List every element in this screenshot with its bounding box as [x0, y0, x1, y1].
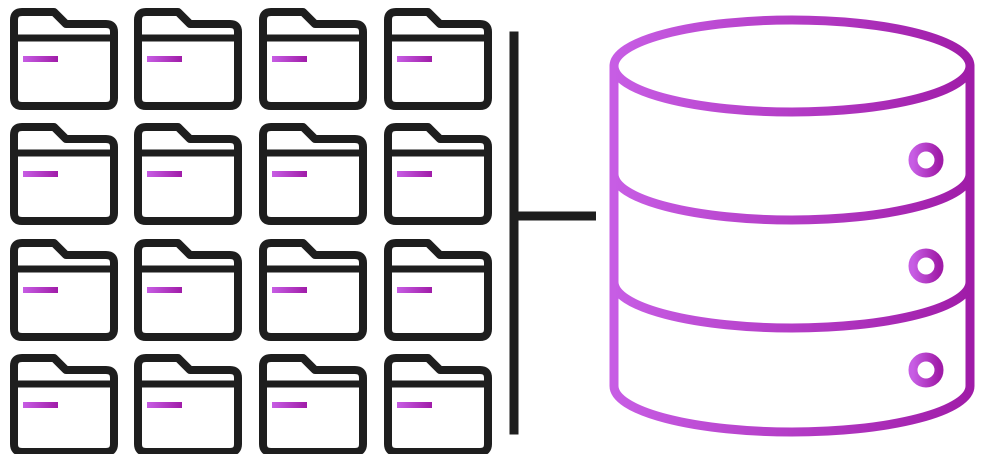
folder-label-bar — [397, 171, 432, 177]
folder-icon — [384, 123, 492, 225]
database-body — [609, 61, 975, 437]
folder-label-bar — [147, 56, 182, 62]
folder-label-bar — [147, 287, 182, 293]
folder-label-bar — [397, 56, 432, 62]
folder-icon — [259, 239, 367, 341]
folder-label-bar — [147, 171, 182, 177]
folder-icon — [384, 354, 492, 454]
folder-icon — [384, 239, 492, 341]
folder-label-bar — [397, 402, 432, 408]
folder-outline — [134, 239, 242, 341]
folder-label-bar — [272, 402, 307, 408]
database-tier-divider — [609, 277, 975, 333]
folder-label-bar — [23, 402, 58, 408]
folder-label-bar — [272, 56, 307, 62]
folder-icon — [10, 239, 118, 341]
folder-label-bar — [397, 287, 432, 293]
folder-outline — [259, 123, 367, 225]
folder-icon — [134, 354, 242, 454]
database-icon — [609, 15, 975, 437]
folder-label-bar — [23, 56, 58, 62]
folder-icon — [134, 123, 242, 225]
folder-icon — [384, 8, 492, 110]
folder-icon — [134, 239, 242, 341]
folder-outline — [10, 239, 118, 341]
folder-outline — [10, 354, 118, 454]
folder-icon — [259, 8, 367, 110]
folder-icon — [10, 123, 118, 225]
database-indicator-dot — [908, 142, 944, 178]
connector-line — [509, 31, 596, 435]
folder-outline — [134, 354, 242, 454]
folder-outline — [384, 8, 492, 110]
folder-outline — [134, 123, 242, 225]
folder-outline — [10, 8, 118, 110]
folder-outline — [384, 239, 492, 341]
folder-icon — [134, 8, 242, 110]
folder-outline — [10, 123, 118, 225]
folder-outline — [134, 8, 242, 110]
folder-label-bar — [23, 287, 58, 293]
database-tier-divider — [609, 169, 975, 225]
folder-icon — [259, 123, 367, 225]
folder-grid — [10, 8, 492, 454]
folder-icon — [10, 354, 118, 454]
folder-label-bar — [272, 287, 307, 293]
folder-label-bar — [23, 171, 58, 177]
database-indicator-dot — [908, 248, 944, 284]
database-top-ellipse — [609, 15, 975, 117]
folder-label-bar — [147, 402, 182, 408]
folder-outline — [259, 354, 367, 454]
folder-outline — [384, 354, 492, 454]
folder-label-bar — [272, 171, 307, 177]
folder-outline — [384, 123, 492, 225]
folder-outline — [259, 8, 367, 110]
folder-icon — [259, 354, 367, 454]
database-indicator-dot — [908, 352, 944, 388]
folder-outline — [259, 239, 367, 341]
folder-icon — [10, 8, 118, 110]
